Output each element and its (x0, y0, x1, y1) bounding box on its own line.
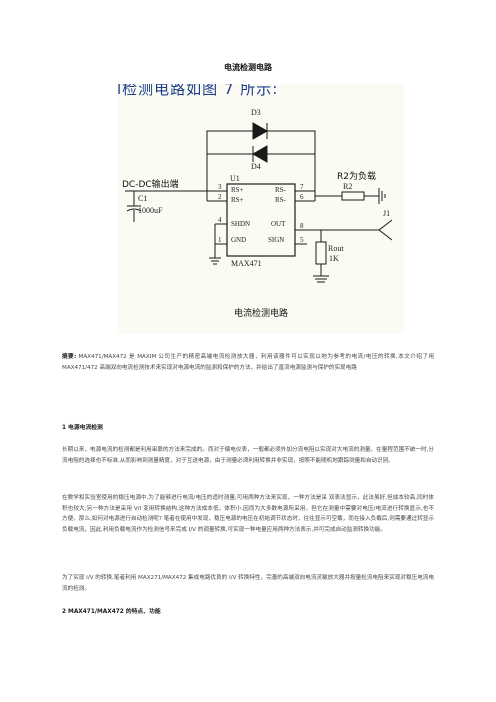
j1-label: J1 (383, 209, 391, 218)
pin-6: 6 (300, 193, 304, 201)
d3-label: D3 (251, 108, 261, 117)
section-2-heading: 2 MAX471/MAX472 的特点、功能 (62, 609, 161, 615)
u1-label: U1 (230, 174, 240, 183)
section-1-paragraph-1: 长期以来，电源电流的检测都是利用串联的方法来完成的。而对于偏电仪表，一般都必须外… (62, 447, 434, 464)
pin-4: 4 (218, 216, 222, 224)
page-title: 电流检测电路 (224, 63, 272, 72)
pin-3: 3 (218, 183, 222, 191)
abstract: 摘要: MAX471/MAX472 是 MAXIM 公司生产的精密高端电流检测放… (62, 352, 434, 373)
figure-header-text: l检测电路如图 7 所示: (117, 84, 279, 98)
section-1-paragraph-2: 在教学和实验室使用的稳压电源中,为了能够进行电流/电压的适时测量,可用两种方法来… (62, 495, 434, 533)
r2-load-label: R2为负载 (337, 172, 376, 182)
pin-1: 1 (218, 236, 222, 244)
abstract-text: MAX471/MAX472 是 MAXIM 公司生产的精密高端电流检测放大器，利… (62, 354, 434, 371)
chip-rs-minus-2: RS- (275, 196, 286, 204)
pin-2: 2 (218, 193, 222, 201)
section-1-heading: 1 电源电流检测 (62, 425, 103, 431)
pin-7: 7 (300, 183, 304, 191)
figure-caption: 电流检测电路 (234, 309, 289, 319)
c1-label: C1 (138, 194, 148, 203)
chip-rs-minus-1: RS- (275, 186, 286, 194)
chip-out: OUT (271, 220, 286, 228)
chip-shdn: SHDN (231, 220, 251, 228)
c1-value: 1000uF (138, 206, 163, 215)
circuit-figure: l检测电路如图 7 所示: (117, 84, 404, 334)
chip-rs-plus-2: RS+ (231, 196, 244, 204)
chip-name: MAX471 (231, 259, 262, 268)
pin-5: 5 (300, 236, 304, 244)
chip-rs-plus-1: RS+ (231, 186, 244, 194)
abstract-label: 摘要: (62, 354, 77, 360)
r2-label: R2 (343, 182, 353, 191)
section-1-paragraph-3: 为了实现 I/V 的转换,笔者利用 MAX271/MAX472 集成电路优良的 … (62, 575, 434, 592)
dcdc-label: DC-DC输出端 (122, 180, 179, 190)
rout-label: Rout (328, 244, 344, 253)
pin-8: 8 (300, 222, 304, 230)
chip-gnd: GND (231, 236, 247, 244)
d4-label: D4 (251, 162, 261, 171)
rout-value: 1K (329, 254, 339, 263)
circuit-diagram (125, 122, 393, 283)
chip-sign: SIGN (268, 236, 285, 244)
